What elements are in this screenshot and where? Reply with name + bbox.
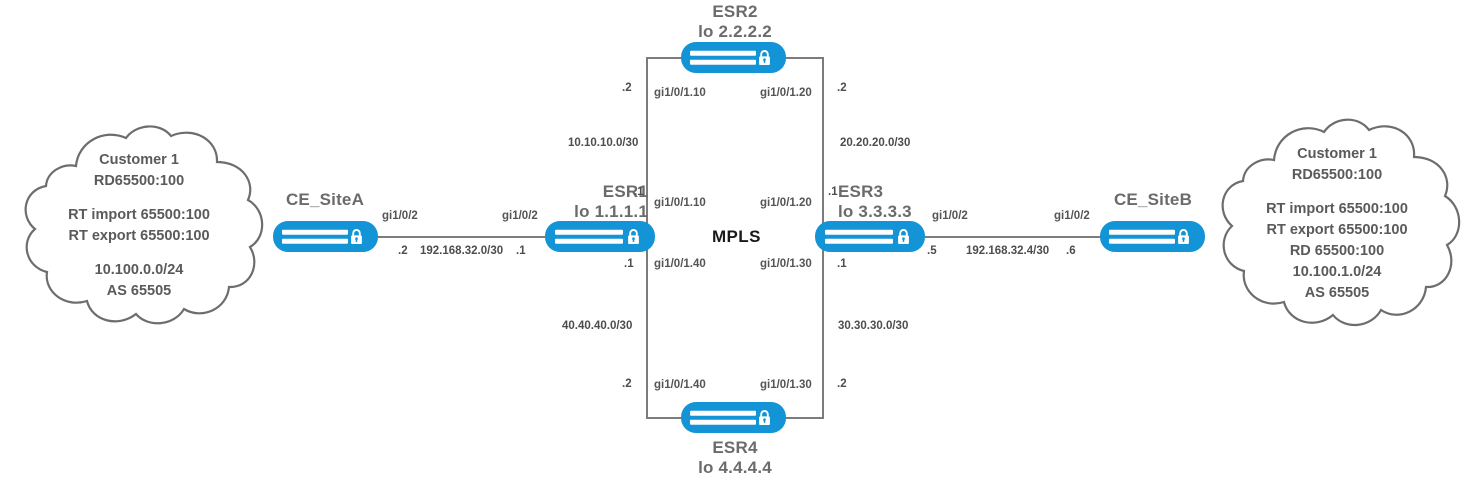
subnet-esr1-esr4: 40.40.40.0/30	[562, 320, 633, 332]
esr1-label: ESR1 lo 1.1.1.1	[552, 182, 648, 223]
customer-site-b-cloud: Customer 1 RD65500:100 RT import 65500:1…	[1208, 112, 1466, 338]
router-ce-site-b[interactable]	[1100, 221, 1205, 252]
iface-ce-a-gi102: gi1/0/2	[382, 210, 418, 222]
octet-esr4-west: .2	[622, 378, 632, 390]
lock-icon	[759, 409, 771, 425]
esr1-name: ESR1	[602, 182, 648, 201]
subnet-esr2-esr3: 20.20.20.0/30	[840, 137, 911, 149]
octet-esr3-east-side: .5	[927, 245, 937, 257]
octet-esr1-west-side: .1	[516, 245, 526, 257]
cloud-shape-right	[1221, 118, 1461, 327]
iface-ce-b-gi102: gi1/0/2	[1054, 210, 1090, 222]
iface-esr2-gi10120: gi1/0/1.20	[760, 87, 812, 99]
esr3-loopback: lo 3.3.3.3	[838, 202, 912, 222]
octet-esr4-east: .2	[837, 378, 847, 390]
router-esr4[interactable]	[681, 402, 786, 433]
router-bars-icon	[282, 226, 348, 247]
octet-esr1-south: .1	[624, 258, 634, 270]
lock-icon	[897, 228, 909, 244]
router-esr2[interactable]	[681, 42, 786, 73]
octet-esr2-west: .2	[622, 82, 632, 94]
subnet-esr4-esr3: 30.30.30.0/30	[838, 320, 909, 332]
router-ce-site-a[interactable]	[273, 221, 378, 252]
cloud-right-line2: RD65500:100	[1291, 167, 1383, 184]
esr3-label: ESR3 lo 3.3.3.3	[838, 182, 948, 223]
esr2-name: ESR2	[712, 2, 758, 21]
cloud-right-line5: RD 65500:100	[1289, 243, 1385, 260]
router-esr1[interactable]	[545, 221, 655, 252]
router-bars-icon	[824, 226, 894, 247]
customer-site-a-cloud: Customer 1 RD65500:100 RT import 65500:1…	[8, 120, 270, 336]
lock-icon	[759, 49, 771, 65]
cloud-right-text: Customer 1 RD65500:100 RT import 65500:1…	[1208, 144, 1466, 304]
lock-icon	[627, 228, 639, 244]
octet-ce-a-side: .2	[398, 245, 408, 257]
iface-esr4-gi10140: gi1/0/1.40	[654, 379, 706, 391]
router-esr3[interactable]	[815, 221, 925, 252]
subnet-esr1-esr2: 10.10.10.0/30	[568, 137, 639, 149]
mpls-cloud-label: MPLS	[712, 227, 761, 246]
cloud-right-line7: AS 65505	[1304, 285, 1370, 302]
esr1-loopback: lo 1.1.1.1	[574, 202, 648, 222]
cloud-left-line2: RD65500:100	[93, 173, 185, 190]
cloud-left-line1: Customer 1	[99, 152, 179, 168]
cloud-shape-left	[24, 125, 264, 325]
link-line-ce-a-esr1	[377, 236, 549, 238]
ce-site-b-name: CE_SiteB	[1113, 190, 1193, 209]
octet-esr3-south: .1	[837, 258, 847, 270]
cloud-right-line4: RT export 65500:100	[1266, 222, 1408, 239]
esr2-loopback: lo 2.2.2.2	[698, 22, 772, 42]
iface-esr3-gi10120: gi1/0/1.20	[760, 197, 812, 209]
octet-esr1-north: .1	[634, 186, 644, 198]
iface-esr1-gi10110: gi1/0/1.10	[654, 197, 706, 209]
subnet-esr3-ce-b: 192.168.32.4/30	[966, 245, 1050, 257]
esr3-name: ESR3	[838, 182, 884, 201]
octet-ce-b-side: .6	[1066, 245, 1076, 257]
router-bars-icon	[690, 407, 756, 428]
iface-esr3-gi102: gi1/0/2	[932, 210, 968, 222]
router-bars-icon	[690, 47, 756, 68]
esr4-label: ESR4 lo 4.4.4.4	[680, 438, 790, 479]
lock-icon	[351, 228, 363, 244]
lock-icon	[1178, 228, 1190, 244]
link-line-esr3-ce-b	[922, 236, 1104, 238]
cloud-left-line3: RT import 65500:100	[68, 207, 210, 224]
iface-esr1-gi102: gi1/0/2	[502, 210, 538, 222]
ce-site-a-name: CE_SiteA	[285, 190, 365, 209]
cloud-left-line6: AS 65505	[106, 283, 172, 300]
esr2-label: ESR2 lo 2.2.2.2	[680, 2, 790, 43]
subnet-ce-a-esr1: 192.168.32.0/30	[420, 245, 504, 257]
cloud-left-line4: RT export 65500:100	[68, 228, 210, 245]
octet-esr3-north: .1	[828, 186, 838, 198]
iface-esr3-gi10130: gi1/0/1.30	[760, 258, 812, 270]
esr4-name: ESR4	[712, 438, 758, 457]
cloud-right-line6: 10.100.1.0/24	[1292, 264, 1382, 281]
esr4-loopback: lo 4.4.4.4	[698, 458, 772, 478]
cloud-left-text: Customer 1 RD65500:100 RT import 65500:1…	[8, 150, 270, 302]
cloud-right-line3: RT import 65500:100	[1266, 201, 1408, 218]
cloud-right-line1: Customer 1	[1297, 146, 1377, 162]
ce-site-a-label: CE_SiteA	[272, 190, 378, 210]
iface-esr4-gi10130: gi1/0/1.30	[760, 379, 812, 391]
router-bars-icon	[554, 226, 624, 247]
ce-site-b-label: CE_SiteB	[1100, 190, 1206, 210]
router-bars-icon	[1109, 226, 1175, 247]
cloud-left-line5: 10.100.0.0/24	[94, 262, 184, 279]
iface-esr2-gi10110: gi1/0/1.10	[654, 87, 706, 99]
octet-esr2-east: .2	[837, 82, 847, 94]
iface-esr1-gi10140: gi1/0/1.40	[654, 258, 706, 270]
